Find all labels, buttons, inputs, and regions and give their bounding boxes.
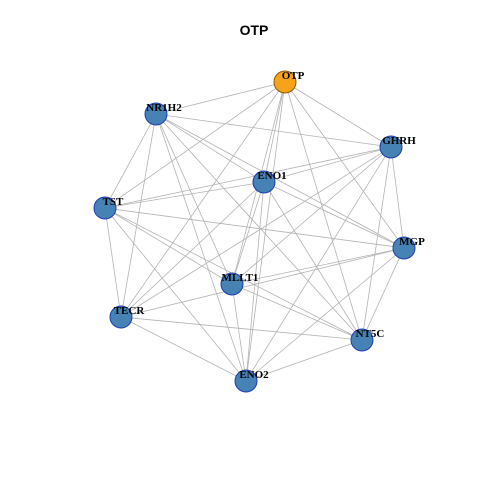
edge-tst-tecr <box>104 207 122 318</box>
edge-ghrh-mllt1 <box>231 146 392 285</box>
edge-ghrh-tecr <box>120 146 392 318</box>
edge-nr1h2-nt5c <box>155 113 363 341</box>
node-mllt1 <box>220 272 244 296</box>
node-label-eno2: ENO2 <box>239 369 269 381</box>
edge-eno1-nt5c <box>263 181 363 341</box>
node-label-tecr: TECR <box>114 305 146 317</box>
edge-ghrh-eno1 <box>263 146 392 183</box>
edge-nr1h2-mgp <box>155 113 405 249</box>
edge-otp-eno1 <box>263 81 286 183</box>
edge-tst-eno2 <box>104 207 247 382</box>
node-label-nt5c: NT5C <box>356 328 385 340</box>
edge-mgp-nt5c <box>361 247 405 341</box>
node-label-tst: TST <box>103 196 124 208</box>
edge-eno1-mllt1 <box>231 181 265 285</box>
edge-tecr-eno2 <box>120 316 247 382</box>
edge-eno1-mgp <box>263 181 405 249</box>
node-label-mgp: MGP <box>399 236 425 248</box>
edge-otp-tst <box>104 81 286 209</box>
edge-mllt1-nt5c <box>231 283 363 341</box>
edge-nr1h2-ghrh <box>155 113 392 148</box>
edge-nr1h2-eno2 <box>155 113 247 382</box>
node-otp <box>273 70 297 94</box>
node-ghrh <box>379 135 403 159</box>
node-eno2 <box>234 369 258 393</box>
node-eno1 <box>252 170 276 194</box>
node-nt5c <box>350 328 374 352</box>
edge-nt5c-eno2 <box>245 339 363 382</box>
edge-tst-mgp <box>104 207 405 249</box>
node-tst <box>93 196 117 220</box>
edge-nr1h2-eno1 <box>155 113 265 183</box>
edge-ghrh-eno2 <box>245 146 392 382</box>
edge-nr1h2-tst <box>104 113 157 209</box>
edge-mllt1-eno2 <box>231 283 247 382</box>
edge-ghrh-mgp <box>390 146 405 249</box>
edge-otp-ghrh <box>284 81 392 148</box>
edge-tecr-nt5c <box>120 316 363 341</box>
edge-mgp-tecr <box>120 247 405 318</box>
node-label-otp: OTP <box>282 70 305 82</box>
node-tecr <box>109 305 133 329</box>
edge-otp-tecr <box>120 81 286 318</box>
edge-otp-eno2 <box>245 81 286 382</box>
edge-nr1h2-tecr <box>120 113 157 318</box>
edge-mgp-mllt1 <box>231 247 405 285</box>
edge-otp-nt5c <box>284 81 363 341</box>
edge-otp-nr1h2 <box>155 81 286 115</box>
edge-layer <box>104 81 405 382</box>
edge-mgp-eno2 <box>245 247 405 382</box>
edge-eno1-tecr <box>120 181 265 318</box>
edge-eno1-tst <box>104 181 265 209</box>
node-label-mllt1: MLLT1 <box>222 272 259 284</box>
diagram-title: OTP <box>240 22 269 38</box>
node-nr1h2 <box>144 102 168 126</box>
edge-ghrh-nt5c <box>361 146 392 341</box>
edge-eno1-eno2 <box>245 181 265 382</box>
node-label-eno1: ENO1 <box>257 170 286 182</box>
edge-nr1h2-mllt1 <box>155 113 233 285</box>
node-label-nr1h2: NR1H2 <box>146 102 182 114</box>
node-label-ghrh: GHRH <box>382 135 416 147</box>
node-layer <box>93 70 416 393</box>
edge-otp-mgp <box>284 81 405 249</box>
node-mgp <box>392 236 416 260</box>
edge-tst-mllt1 <box>104 207 233 285</box>
edge-ghrh-tst <box>104 146 392 209</box>
